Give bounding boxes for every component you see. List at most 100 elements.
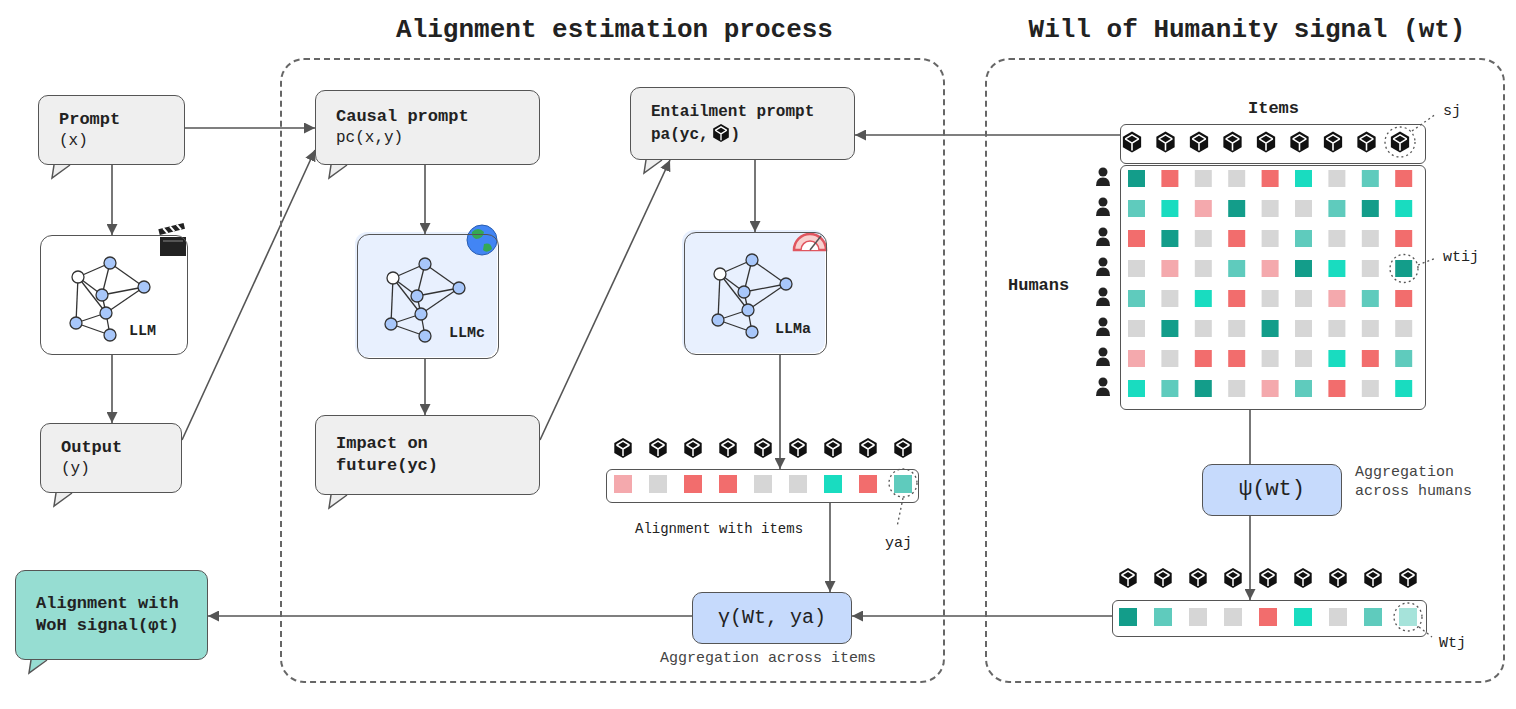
cube-icon	[1294, 568, 1311, 588]
rating-cell	[1328, 350, 1345, 367]
bubble-tail	[329, 495, 347, 508]
bubble-tail	[329, 165, 347, 178]
clapperboard-icon	[158, 223, 185, 235]
node-label: wtij	[1443, 249, 1479, 268]
score-cell	[789, 475, 807, 493]
item-cube	[1364, 568, 1381, 588]
callout-leader	[889, 114, 1436, 637]
item-cube	[1259, 568, 1276, 588]
cube-icon	[1223, 132, 1241, 153]
node-label: Alignment with items	[635, 521, 803, 539]
item-cube	[1190, 132, 1208, 153]
score-cell	[1364, 608, 1382, 626]
llm-box: LLM	[40, 235, 188, 355]
annotation-label: Aggregation across items	[660, 650, 876, 669]
rating-cell	[1228, 230, 1245, 247]
cube-icon	[1360, 135, 1374, 151]
rating-cell	[1362, 260, 1379, 277]
item-cube	[614, 438, 631, 458]
rating-cell	[1228, 350, 1245, 367]
connector	[185, 127, 315, 129]
rating-cell	[1295, 170, 1312, 187]
cube-icon	[1190, 132, 1208, 153]
callout-leader	[1418, 258, 1436, 265]
score-cell	[719, 475, 737, 493]
box-text: (x)	[59, 131, 164, 152]
rating-cell	[1328, 230, 1345, 247]
connector	[111, 355, 113, 423]
inline-group: )	[709, 126, 741, 144]
cube-icon	[1257, 132, 1275, 153]
item-cube	[859, 438, 876, 458]
rating-cell	[1262, 230, 1279, 247]
llm-box-fill	[40, 235, 188, 355]
rating-cell	[1295, 230, 1312, 247]
bubble-tail	[54, 493, 72, 506]
score-cell	[1399, 608, 1417, 626]
bubble-tail	[52, 164, 70, 178]
cube-icon	[614, 438, 631, 458]
cube-icon	[792, 441, 805, 456]
cube-icon	[1290, 132, 1308, 153]
cube-icon	[1189, 568, 1206, 588]
node-label: Wtj	[1439, 635, 1466, 654]
callout-leader	[1385, 127, 1415, 157]
score-cell	[1224, 608, 1242, 626]
rating-cell	[1395, 170, 1412, 187]
cube-icon	[684, 438, 701, 458]
cube-icon	[789, 438, 806, 458]
bubble-tail	[644, 159, 662, 173]
item-strip: Itemssj	[1120, 124, 1426, 164]
llm-box-fill	[682, 230, 825, 353]
item-cube	[684, 438, 701, 458]
rating-cell	[1295, 200, 1312, 217]
cube-icon	[1226, 135, 1240, 151]
human-icon	[1096, 238, 1110, 247]
rating-cell	[1395, 260, 1412, 277]
human-icon	[1096, 168, 1110, 187]
human-icon	[1096, 208, 1110, 217]
score-cell	[684, 475, 702, 493]
cube-icon	[824, 438, 841, 458]
protractor-icon	[794, 234, 826, 250]
cube-icon	[1402, 571, 1415, 586]
score-cell	[1329, 608, 1347, 626]
score-cell	[1154, 608, 1172, 626]
prompt-text: )	[731, 126, 741, 144]
item-cube	[1189, 568, 1206, 588]
bubble-tail	[52, 165, 70, 178]
cube-icon	[1224, 568, 1241, 588]
rating-cell	[1362, 290, 1379, 307]
human-icon	[1096, 198, 1110, 217]
llm-box: LLMc	[357, 234, 499, 359]
rating-cell	[1328, 290, 1345, 307]
cube-icon	[1393, 135, 1407, 151]
score-cell	[1189, 608, 1207, 626]
item-cube	[1257, 132, 1275, 153]
clapperboard-icon	[160, 237, 186, 256]
cube-icon	[1125, 135, 1139, 151]
cube-icon	[1156, 132, 1174, 153]
node-label: Items	[1248, 98, 1299, 119]
rating-cell	[1395, 230, 1412, 247]
cube-icon	[649, 438, 666, 458]
bubble-tail	[329, 494, 347, 508]
cube-icon	[1259, 568, 1276, 588]
signal-region: ItemssjHumanswtijψ(wt)WtjWill of Humanit…	[985, 58, 1505, 683]
item-cube	[1329, 568, 1346, 588]
cube-icon	[1119, 568, 1136, 588]
cube-icon	[614, 438, 631, 458]
rating-cell	[1362, 380, 1379, 397]
rating-cell	[1195, 170, 1212, 187]
globe-icon	[467, 225, 497, 255]
human-icon	[1096, 178, 1110, 187]
item-cube	[1224, 568, 1241, 588]
cube-icon	[719, 438, 736, 458]
rating-cell	[1128, 380, 1145, 397]
cube-icon	[652, 441, 665, 456]
connector	[111, 165, 113, 235]
cube-icon	[754, 438, 771, 458]
cube-icon	[1156, 132, 1174, 153]
human-icon	[1096, 268, 1110, 277]
